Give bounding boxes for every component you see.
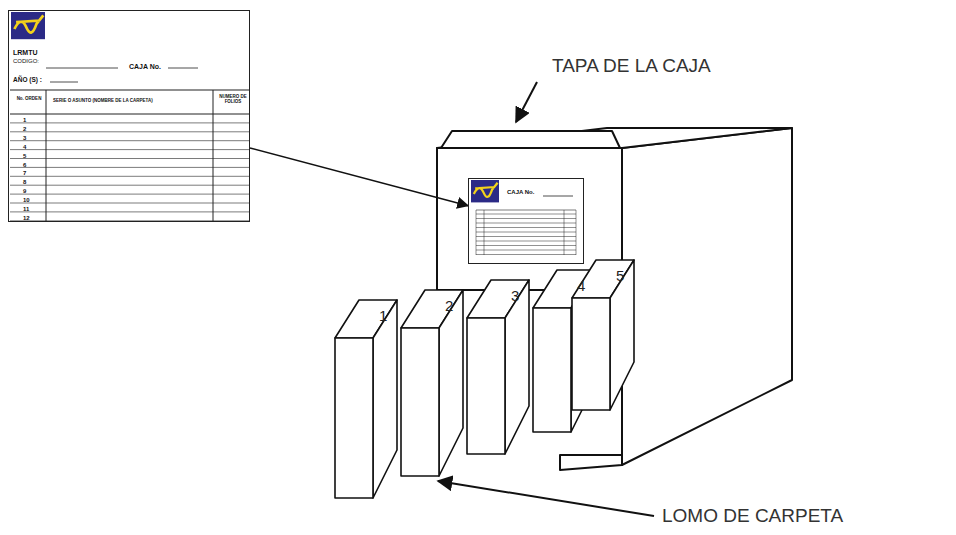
table-header: NUMERO DE FOLIOS	[217, 95, 249, 105]
form-field: LRMTU	[13, 49, 38, 56]
table-header: SERIE O ASUNTO (NOMBRE DE LA CARPETA)	[53, 99, 153, 104]
form-grid	[8, 10, 250, 222]
row-number: 12	[23, 215, 30, 221]
table-header: No. ORDEN	[13, 97, 45, 102]
form-field: AÑO (S) :	[13, 77, 42, 84]
row-number: 3	[23, 135, 26, 141]
form-field: CAJA No.	[507, 189, 534, 195]
folder-number: 3	[511, 288, 519, 303]
row-number: 9	[23, 188, 26, 194]
row-number: 4	[23, 144, 26, 150]
folder-number: 2	[445, 298, 453, 313]
row-number: 8	[23, 179, 26, 185]
form-field: CODIGO:	[13, 58, 39, 64]
row-number: 10	[23, 197, 30, 203]
row-number: 1	[23, 117, 26, 123]
row-number: 2	[23, 126, 26, 132]
spine-label: LOMO DE CARPETA	[662, 506, 843, 525]
box-label-small: CAJA No.	[468, 178, 584, 264]
row-number: 5	[23, 153, 26, 159]
row-number: 7	[23, 170, 26, 176]
box-label-form: LRMTU CODIGO: CAJA No. AÑO (S) : No. ORDEN SE…	[8, 10, 250, 222]
folder-number: 1	[379, 308, 387, 323]
folder-number: 5	[616, 268, 624, 283]
folder-number: 4	[577, 278, 585, 293]
row-number: 6	[23, 162, 26, 168]
row-number: 11	[23, 206, 29, 212]
form-field: CAJA No.	[129, 63, 161, 70]
leader-arrow	[250, 148, 468, 206]
lid-label: TAPA DE LA CAJA	[552, 56, 711, 75]
